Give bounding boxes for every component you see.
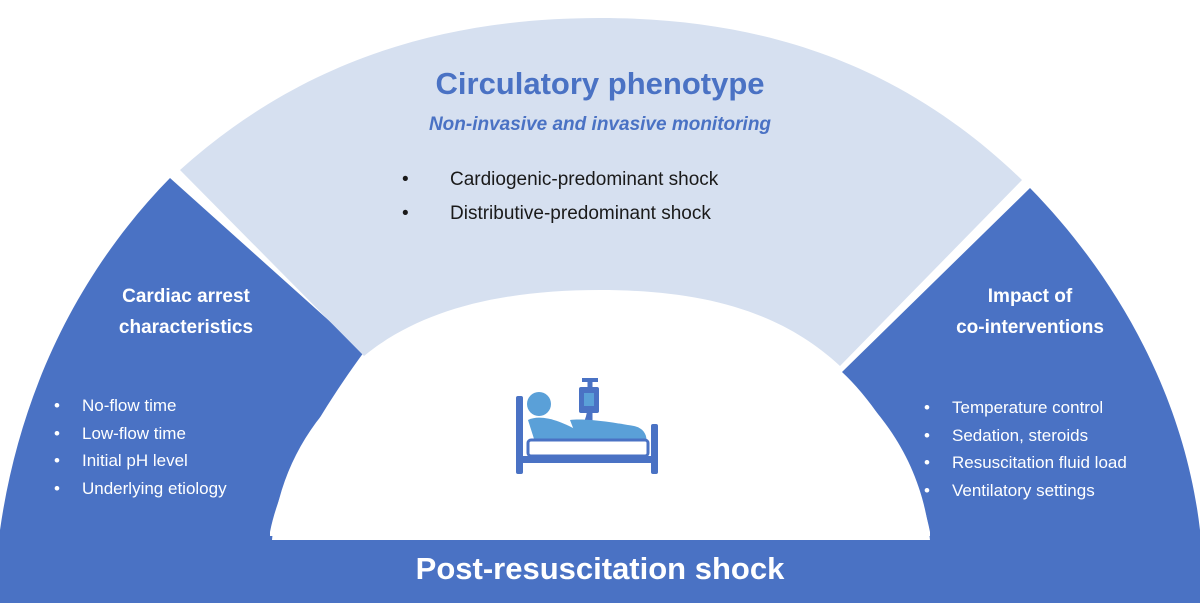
list-item: Ventilatory settings bbox=[922, 479, 1127, 507]
cardiac-arrest-characteristics-title: Cardiac arrest characteristics bbox=[66, 281, 306, 343]
co-interventions-title: Impact of co-interventions bbox=[910, 281, 1150, 343]
hospital-bed-patient-icon bbox=[516, 378, 658, 474]
monitoring-subtitle: Non-invasive and invasive monitoring bbox=[428, 114, 772, 135]
cardiac-arrest-list: No-flow time Low-flow time Initial pH le… bbox=[52, 394, 227, 504]
list-item: Cardiogenic-predominant shock bbox=[400, 168, 820, 202]
list-item: Underlying etiology bbox=[52, 477, 227, 505]
circulatory-phenotype-title: Circulatory phenotype bbox=[435, 66, 765, 101]
list-item: Sedation, steroids bbox=[922, 424, 1127, 452]
phenotype-list: Cardiogenic-predominant shock Distributi… bbox=[400, 168, 820, 236]
co-interventions-list: Temperature control Sedation, steroids R… bbox=[922, 396, 1127, 506]
bottom-band bbox=[0, 536, 1200, 603]
center-dome bbox=[272, 300, 930, 540]
title-line: Impact of bbox=[987, 286, 1073, 307]
title-line: characteristics bbox=[118, 317, 254, 338]
list-item: No-flow time bbox=[52, 394, 227, 422]
list-item: Distributive-predominant shock bbox=[400, 202, 820, 236]
list-item: Resuscitation fluid load bbox=[922, 451, 1127, 479]
title-line: Cardiac arrest bbox=[122, 286, 250, 307]
post-resuscitation-shock-label: Post-resuscitation shock bbox=[415, 551, 785, 586]
list-item: Temperature control bbox=[922, 396, 1127, 424]
list-item: Low-flow time bbox=[52, 422, 227, 450]
title-line: co-interventions bbox=[956, 317, 1104, 338]
list-item: Initial pH level bbox=[52, 449, 227, 477]
